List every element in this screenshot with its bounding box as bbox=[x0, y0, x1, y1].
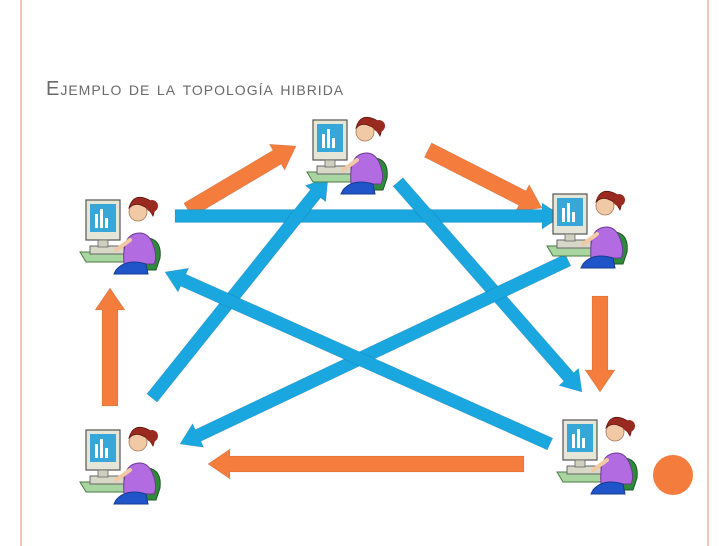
ring-arrow-right-to-bottom-right bbox=[584, 295, 616, 393]
computer-user-icon-top bbox=[305, 115, 390, 196]
left-frame-rule bbox=[20, 0, 22, 546]
computer-user-icon-bottom-right bbox=[555, 415, 640, 496]
mesh-arrow-right-to-bottom-left bbox=[179, 253, 572, 448]
ring-arrow-top-to-right bbox=[423, 142, 543, 212]
accent-dot bbox=[653, 455, 693, 495]
mesh-arrow-left-to-right bbox=[174, 202, 563, 230]
mesh-arrow-bottom-right-to-left bbox=[164, 267, 554, 451]
ring-arrow-left-to-top bbox=[183, 143, 297, 218]
computer-user-icon-right bbox=[545, 189, 630, 270]
ring-arrow-bottom-left-to-left bbox=[94, 287, 126, 407]
right-frame-rule bbox=[707, 0, 709, 546]
nodes-layer bbox=[78, 115, 640, 506]
computer-user-icon-left bbox=[78, 195, 163, 276]
slide-title: Ejemplo de la topología hibrida bbox=[46, 78, 345, 100]
mesh-arrow-top-to-bottom-right bbox=[392, 177, 583, 393]
computer-user-icon-bottom-left bbox=[78, 425, 163, 506]
ring-arrow-bottom-right-to-bottom-left bbox=[207, 448, 525, 480]
edges-layer bbox=[94, 142, 616, 480]
